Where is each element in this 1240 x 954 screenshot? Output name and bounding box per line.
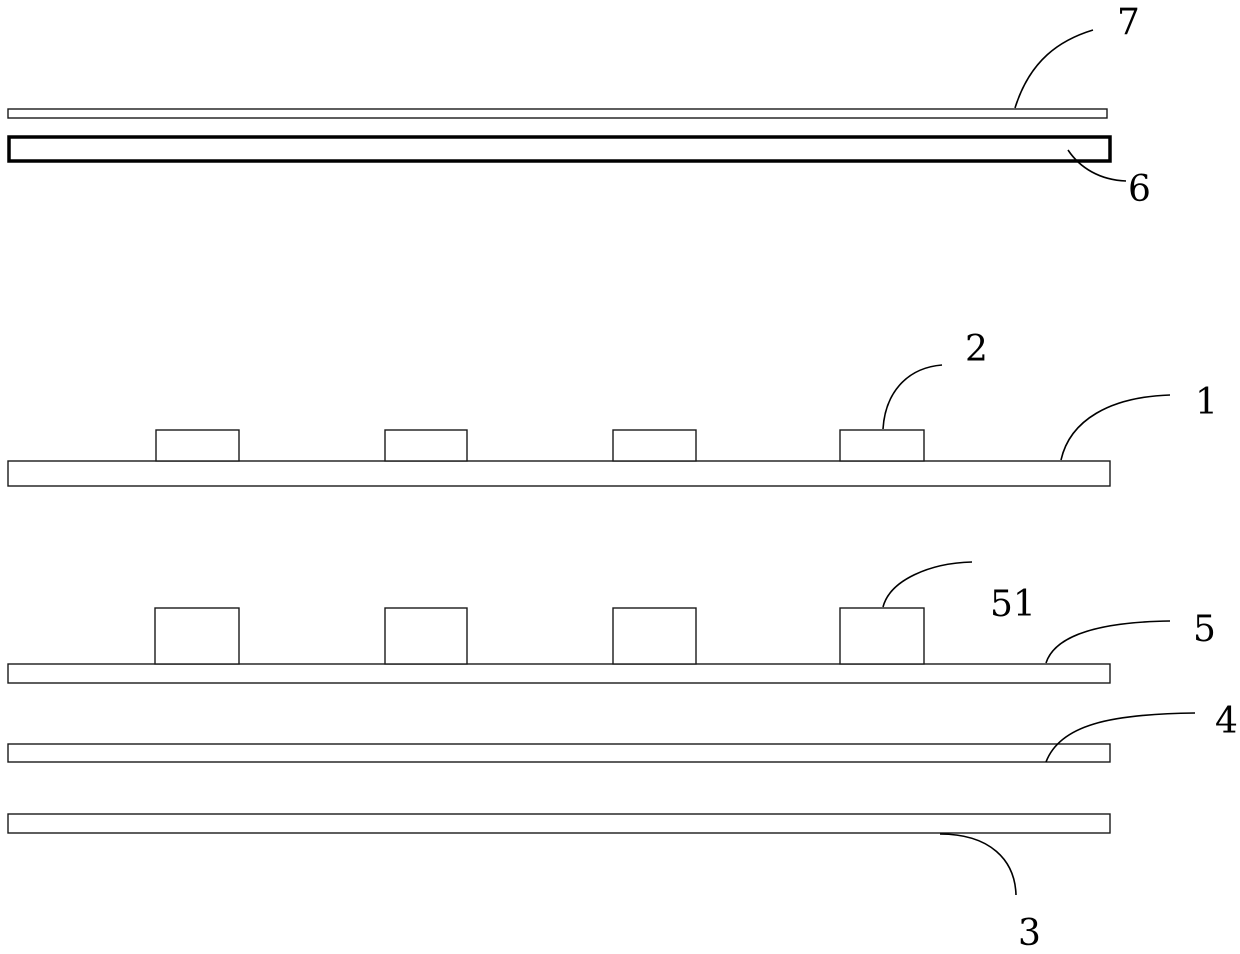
label-3: 3 — [1018, 913, 1041, 954]
leader-5 — [1046, 621, 1170, 663]
bump-2 — [385, 430, 467, 461]
label-4: 4 — [1215, 701, 1238, 742]
label-51: 51 — [990, 584, 1036, 625]
layer-4 — [8, 744, 1110, 762]
leader-3 — [940, 834, 1016, 895]
label-5: 5 — [1193, 609, 1216, 650]
layer-7 — [8, 109, 1107, 118]
layer-6 — [9, 137, 1110, 161]
label-6: 6 — [1128, 169, 1151, 210]
block-51 — [613, 608, 696, 664]
label-1: 1 — [1195, 382, 1218, 423]
layer-3 — [8, 814, 1110, 833]
leader-51 — [883, 562, 972, 607]
block-51 — [155, 608, 239, 664]
leader-1 — [1061, 395, 1170, 460]
bump-2 — [840, 430, 924, 461]
label-2: 2 — [965, 329, 988, 370]
label-7: 7 — [1117, 2, 1140, 43]
layer-1 — [8, 461, 1110, 486]
block-51 — [840, 608, 924, 664]
leader-7 — [1015, 30, 1093, 108]
leader-2 — [883, 365, 942, 429]
bump-2 — [156, 430, 239, 461]
bump-2 — [613, 430, 696, 461]
block-51 — [385, 608, 467, 664]
layer-5 — [8, 664, 1110, 683]
